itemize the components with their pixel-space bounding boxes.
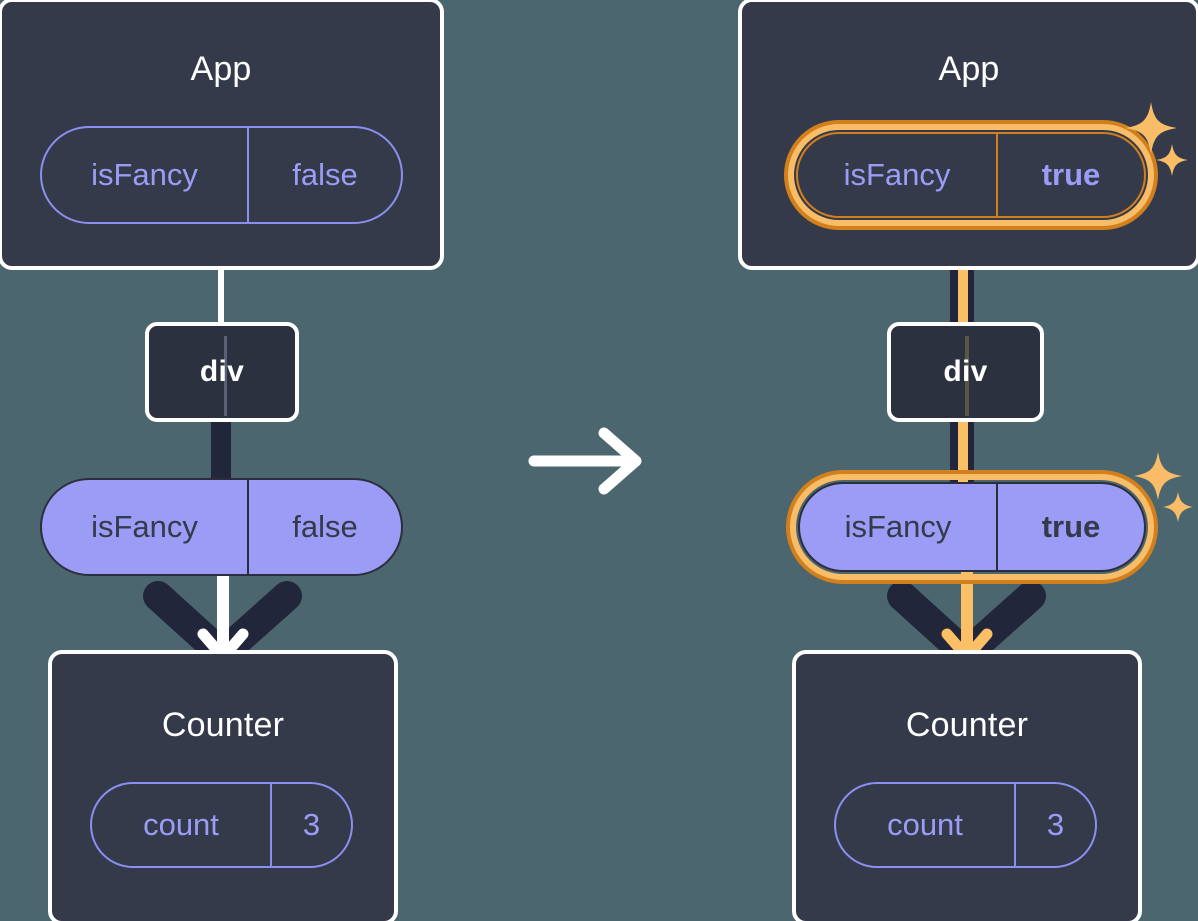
app-title-right: App (938, 50, 1000, 88)
sparkle-small-icon (1163, 492, 1193, 522)
connector-div-to-prop-right-orange (958, 400, 968, 496)
passed-prop-key-left: isFancy (42, 480, 249, 574)
counter-state-key-left: count (92, 784, 272, 866)
app-prop-highlight-ring-right (784, 120, 1158, 230)
passed-prop-value-left: false (292, 509, 358, 544)
counter-state-key-right: count (836, 784, 1016, 866)
app-prop-key-left: isFancy (42, 128, 249, 222)
counter-title-right: Counter (905, 706, 1029, 744)
sparkle-large-icon (1125, 102, 1177, 154)
app-title-left: App (190, 50, 252, 88)
connector-div-to-prop-left (211, 400, 231, 496)
counter-title-left: Counter (161, 706, 285, 744)
transition-arrow (528, 425, 648, 497)
passed-prop-highlight-ring-right (786, 470, 1158, 584)
div-node-left: div (145, 322, 299, 422)
div-label-right: div (943, 355, 988, 388)
sparkle-large-icon (1134, 452, 1182, 500)
arrow-right-icon (528, 427, 642, 495)
counter-state-pill-left: count 3 (90, 782, 353, 868)
app-prop-value-left: false (292, 157, 358, 192)
div-label-left: div (199, 355, 245, 388)
div-inner-line-left (224, 336, 227, 416)
sparkles-app-right (1125, 98, 1189, 188)
passed-prop-pill-left: isFancy false (40, 478, 403, 576)
counter-state-value-right: 3 (1046, 807, 1065, 842)
counter-state-pill-right: count 3 (834, 782, 1097, 868)
sparkles-prop-right (1134, 448, 1194, 532)
connector-app-to-div-left (218, 262, 224, 330)
counter-state-value-left: 3 (302, 807, 321, 842)
app-prop-highlight-ring-inner-right (788, 124, 1154, 226)
div-inner-line-right (965, 336, 969, 416)
passed-prop-highlight-ring-inner-right (790, 474, 1154, 580)
sparkle-small-icon (1156, 144, 1188, 176)
div-node-right: div (887, 322, 1044, 422)
app-prop-pill-left: isFancy false (40, 126, 403, 224)
